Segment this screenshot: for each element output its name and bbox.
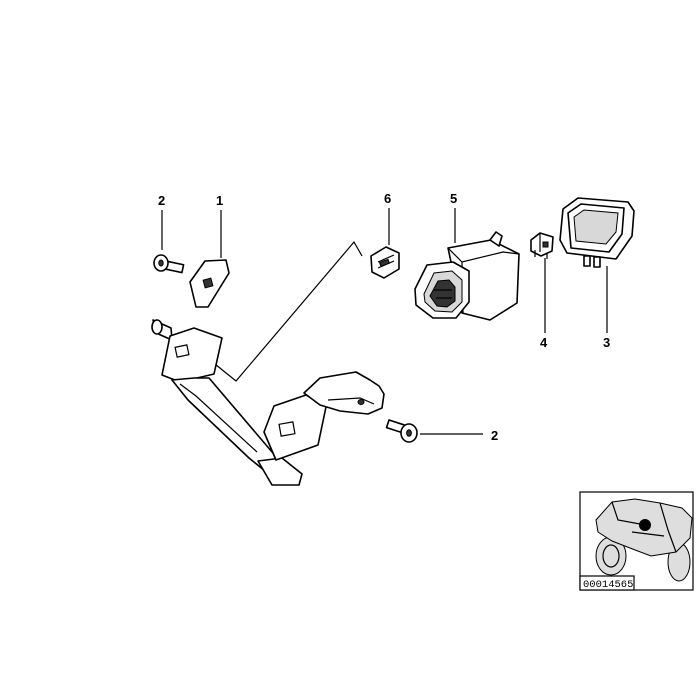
callout-5-relay: 5 [450, 191, 457, 206]
diagram-code: 00014565 [583, 579, 633, 591]
leader-lines [161, 208, 608, 435]
callout-6-clip: 6 [384, 191, 391, 206]
location-thumbnail: 00014565 [579, 491, 694, 591]
callout-1-bracket: 1 [216, 193, 223, 208]
motorcycle-silhouette [595, 498, 693, 582]
callout-2-bolt-upper: 2 [158, 193, 165, 208]
callout-3-fuse-holder: 3 [603, 335, 610, 350]
bolt-lower [385, 419, 418, 443]
callout-2-bolt-lower: 2 [491, 428, 498, 443]
callout-4-fuse: 4 [540, 335, 548, 350]
bracket [151, 259, 385, 486]
location-marker-dot [639, 519, 651, 531]
clip [370, 246, 400, 279]
bolt-upper [153, 254, 185, 274]
fuse-holder [559, 197, 635, 268]
diagram-code-box [579, 575, 635, 591]
relay [414, 231, 520, 321]
fuse [530, 232, 554, 259]
